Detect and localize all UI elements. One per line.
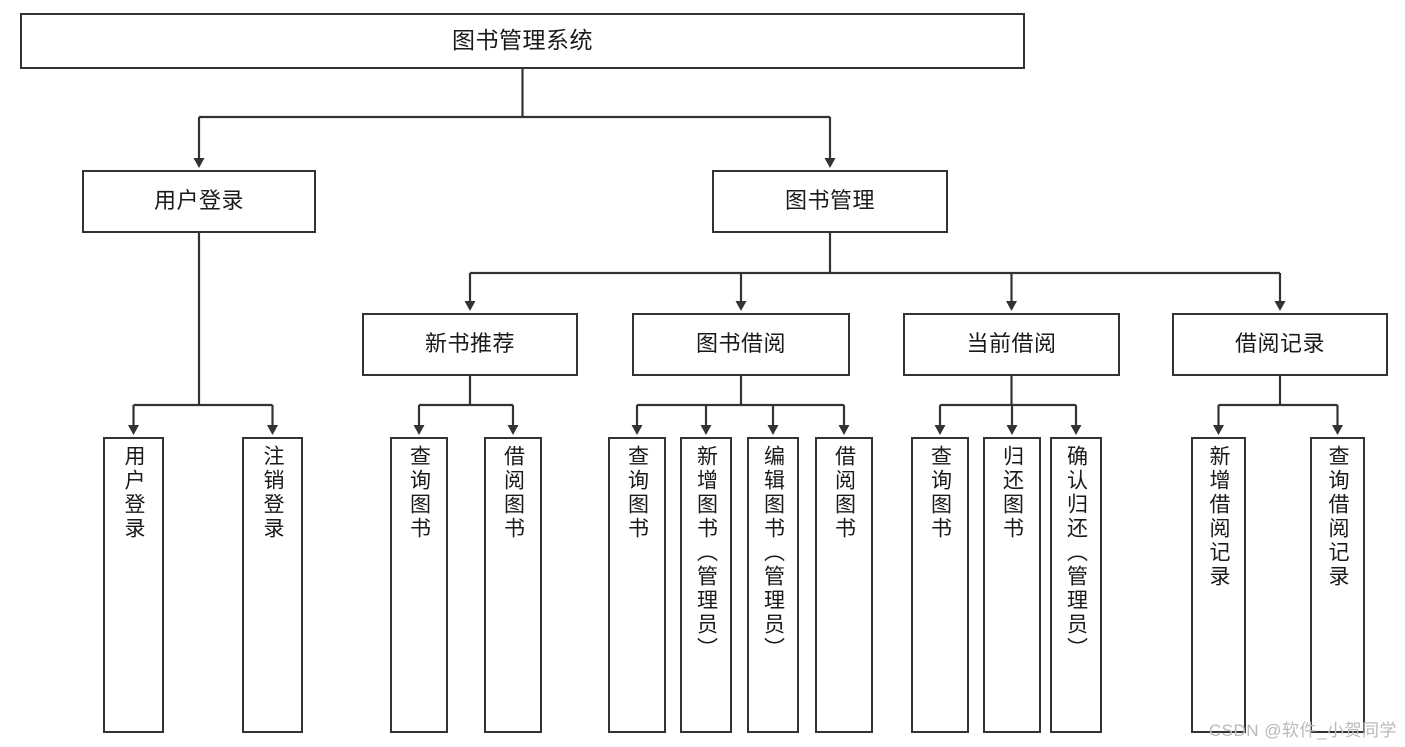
node-label: 图书管理 [784, 188, 875, 214]
node-leaf-leaf-query-book-1[interactable]: 查询图书 [390, 437, 448, 733]
node-level3-borrow-record[interactable]: 借阅记录 [1172, 313, 1388, 376]
node-level3-new-book-rec[interactable]: 新书推荐 [362, 313, 578, 376]
node-level3-current-borrow[interactable]: 当前借阅 [903, 313, 1120, 376]
node-label: 查询图书 [407, 445, 431, 541]
node-label: 注销登录 [261, 445, 284, 541]
node-label: 借阅图书 [832, 445, 856, 541]
node-label: 借阅记录 [1234, 331, 1325, 357]
node-label: 归还图书 [1000, 445, 1024, 541]
node-label: 新书推荐 [424, 331, 515, 357]
node-level3-book-borrow[interactable]: 图书借阅 [632, 313, 850, 376]
node-leaf-leaf-borrow-book-2[interactable]: 借阅图书 [815, 437, 873, 733]
node-leaf-leaf-return-book[interactable]: 归还图书 [983, 437, 1041, 733]
node-leaf-leaf-borrow-book-1[interactable]: 借阅图书 [484, 437, 542, 733]
node-leaf-leaf-query-record[interactable]: 查询借阅记录 [1310, 437, 1365, 733]
node-label: 查询借阅记录 [1326, 445, 1349, 589]
node-leaf-leaf-user-login[interactable]: 用户登录 [103, 437, 164, 733]
node-leaf-leaf-confirm-return[interactable]: 确认归还（管理员） [1050, 437, 1102, 733]
node-level2-user-login[interactable]: 用户登录 [82, 170, 316, 233]
node-label: 新增借阅记录 [1207, 445, 1230, 589]
node-level2-book-manage[interactable]: 图书管理 [712, 170, 948, 233]
node-label: 编辑图书（管理员） [761, 445, 785, 661]
node-label: 借阅图书 [501, 445, 525, 541]
node-leaf-leaf-logout[interactable]: 注销登录 [242, 437, 303, 733]
node-leaf-leaf-edit-book[interactable]: 编辑图书（管理员） [747, 437, 799, 733]
node-label: 用户登录 [153, 188, 244, 214]
node-leaf-leaf-add-record[interactable]: 新增借阅记录 [1191, 437, 1246, 733]
node-label: 新增图书（管理员） [694, 445, 718, 661]
watermark: CSDN @软件_小贺同学 [1208, 721, 1397, 740]
node-leaf-leaf-query-book-3[interactable]: 查询图书 [911, 437, 969, 733]
node-leaf-leaf-add-book[interactable]: 新增图书（管理员） [680, 437, 732, 733]
node-label: 当前借阅 [966, 331, 1057, 357]
node-label: 用户登录 [122, 445, 145, 541]
node-root-root[interactable]: 图书管理系统 [20, 13, 1025, 69]
node-label: 查询图书 [625, 445, 649, 541]
node-leaf-leaf-query-book-2[interactable]: 查询图书 [608, 437, 666, 733]
node-label: 确认归还（管理员） [1064, 445, 1088, 661]
node-label: 图书借阅 [695, 331, 786, 357]
node-label: 查询图书 [928, 445, 952, 541]
node-label: 图书管理系统 [452, 27, 593, 54]
